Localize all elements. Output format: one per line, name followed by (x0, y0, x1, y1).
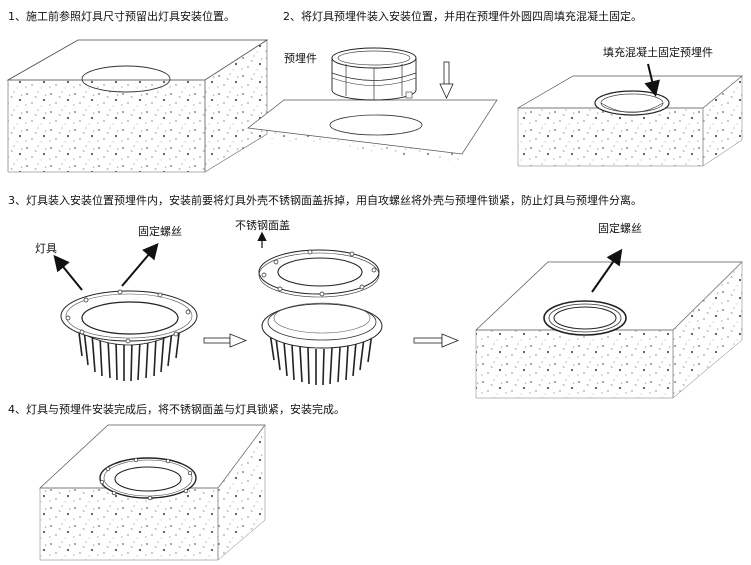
label-fixing-screw-1: 固定螺丝 (138, 225, 182, 238)
screw-arrow-2 (591, 248, 623, 293)
reserved-hole (81, 65, 171, 93)
fill-arrow (644, 63, 660, 97)
label-stainless-cover: 不锈钢面盖 (235, 219, 290, 232)
label-fixing-screw-2: 固定螺丝 (598, 222, 642, 235)
lamp-arrow (53, 254, 83, 291)
step-4-text: 4、灯具与预埋件安装完成后，将不锈钢面盖与灯具锁紧，安装完成。 (8, 403, 345, 416)
fig1-slab (6, 39, 269, 173)
fig4-lamp (53, 242, 198, 382)
step-3-text: 3、灯具装入安装位置预埋件内，安装前要将灯具外壳不锈钢面盖拆掉，用自攻螺丝将外壳… (8, 194, 642, 207)
right-arrow-2 (413, 333, 460, 348)
right-arrow-1 (203, 333, 248, 348)
down-arrow (439, 61, 454, 99)
fig7-finished (39, 424, 266, 561)
step-1-text: 1、施工前参照灯具尺寸预留出灯具安装位置。 (8, 10, 235, 23)
step-2-text: 2、将灯具预埋件装入安装位置，并用在预埋件外圆四周填充混凝土固定。 (283, 10, 642, 23)
fig2-embedded-part (247, 47, 498, 162)
label-fill-concrete: 填充混凝土固定预埋件 (603, 46, 713, 59)
fig3-filled (516, 63, 743, 167)
label-embedded-part: 预埋件 (284, 52, 317, 65)
label-lamp: 灯具 (35, 242, 57, 255)
fig6-lamp-installed (475, 248, 743, 399)
screw-arrow-1 (121, 242, 159, 287)
fig5-cover-exploded (257, 231, 383, 386)
